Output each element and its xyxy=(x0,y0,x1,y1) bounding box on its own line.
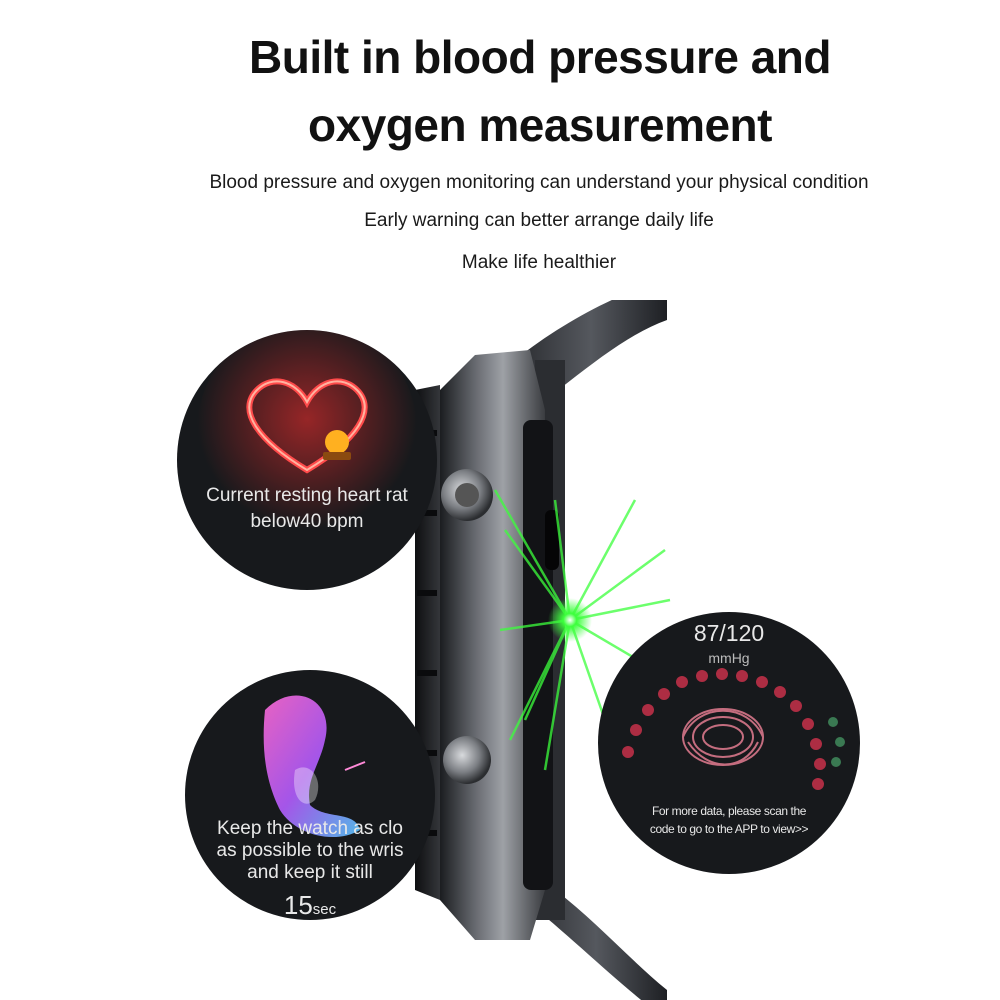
subtext-line-2: Early warning can better arrange daily l… xyxy=(364,210,714,231)
subtext-line-3: Make life healthier xyxy=(461,252,617,273)
measure-screen: Keep the watch as clo as possible to the… xyxy=(185,670,435,920)
app-scan-note-line-2: code to go to the APP to view>> xyxy=(649,822,809,836)
blood-pressure-reading: 87/120 xyxy=(693,620,765,646)
headline-line-2: oxygen measurement xyxy=(308,99,772,151)
heart-alarm-icon xyxy=(197,330,417,540)
blood-pressure-unit: mmHg xyxy=(708,650,750,666)
heart-rate-message-line-2: below40 bpm xyxy=(250,511,364,532)
countdown-unit: sec xyxy=(312,901,337,918)
app-scan-note-line-1: For more data, please scan the xyxy=(651,804,807,818)
subtext-line-1: Blood pressure and oxygen monitoring can… xyxy=(209,172,869,193)
crown-button-lower xyxy=(443,736,491,784)
sensor-glow xyxy=(548,598,592,642)
measure-instruction-line-2: as possible to the wris xyxy=(216,840,404,861)
countdown-timer: 15sec xyxy=(185,890,435,920)
blood-pressure-screen: 87/120 mmHg For more data, please scan t… xyxy=(598,612,860,874)
countdown-value: 15 xyxy=(283,890,313,920)
measure-instruction-line-3: and keep it still xyxy=(247,862,373,883)
headline-line-1: Built in blood pressure and xyxy=(249,31,831,83)
smartwatch-side-view xyxy=(415,300,671,1000)
hand-graphic xyxy=(263,695,366,838)
heart-rate-message-line-1: Current resting heart rat xyxy=(206,485,408,506)
blood-pressure-spiral-graphic xyxy=(622,668,845,790)
heart-rate-screen: Current resting heart rat below40 bpm xyxy=(177,330,437,590)
measure-instruction-line-1: Keep the watch as clo xyxy=(217,818,403,839)
